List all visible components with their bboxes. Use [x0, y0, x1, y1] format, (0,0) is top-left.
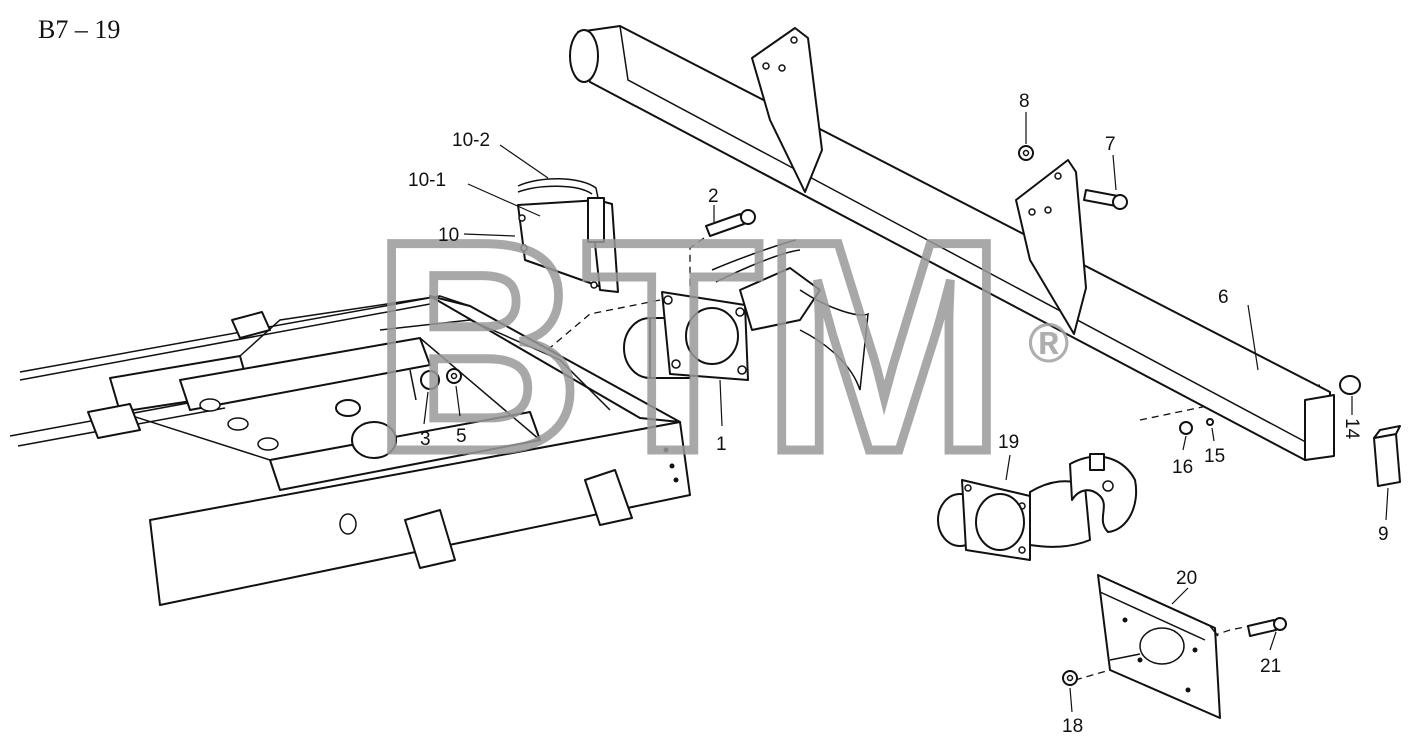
callout-3: 3: [420, 429, 431, 450]
assembly-line-b: [689, 237, 705, 290]
watermark: BTM ®: [368, 174, 1070, 519]
nut-18: [1062, 670, 1078, 686]
callout-18: 18: [1062, 716, 1083, 737]
nut-8: [1018, 145, 1034, 161]
nut-16: [1179, 421, 1193, 435]
callout-1: 1: [716, 434, 727, 455]
leader-lines: [423, 112, 1389, 713]
nut-washer-3-5: [409, 368, 462, 401]
chassis-frame: [9, 295, 691, 606]
watermark-text: BTM: [372, 178, 1006, 514]
callout-19: 19: [998, 432, 1019, 453]
callout-7: 7: [1105, 134, 1116, 155]
callout-20: 20: [1176, 568, 1197, 589]
callout-16: 16: [1172, 457, 1193, 478]
callout-10: 10: [438, 225, 459, 246]
washer-14: [1339, 375, 1361, 395]
callout-5: 5: [456, 426, 467, 447]
rear-beam-6: [569, 25, 1335, 461]
coupling-assembly-1: [623, 239, 869, 391]
bolt-2: [705, 209, 756, 237]
bracket-assembly-10: [517, 178, 619, 293]
callout-2: 2: [708, 186, 719, 207]
page-code: B7 – 19: [38, 15, 120, 44]
watermark-registered-mark: ®: [1028, 311, 1069, 374]
callout-6: 6: [1218, 287, 1229, 308]
bolt-7: [1083, 189, 1128, 210]
callout-labels: 10-2 10-1 10 2 1 3 5 6 7 8 9 14 15 16 19…: [408, 91, 1389, 737]
callout-15: 15: [1204, 446, 1225, 467]
callout-10-1: 10-1: [408, 170, 446, 191]
washer-15: [1206, 418, 1214, 426]
towing-hook-19: [937, 453, 1138, 561]
callout-9: 9: [1378, 524, 1389, 545]
callout-10-2: 10-2: [452, 130, 490, 151]
bolt-21: [1247, 617, 1287, 637]
mounting-plate-20: [1097, 574, 1221, 719]
callout-8: 8: [1019, 91, 1030, 112]
rubber-block-9: [1373, 425, 1401, 487]
callout-21: 21: [1260, 656, 1281, 677]
callout-14: 14: [1341, 418, 1362, 440]
assembly-line-a: [544, 299, 661, 353]
